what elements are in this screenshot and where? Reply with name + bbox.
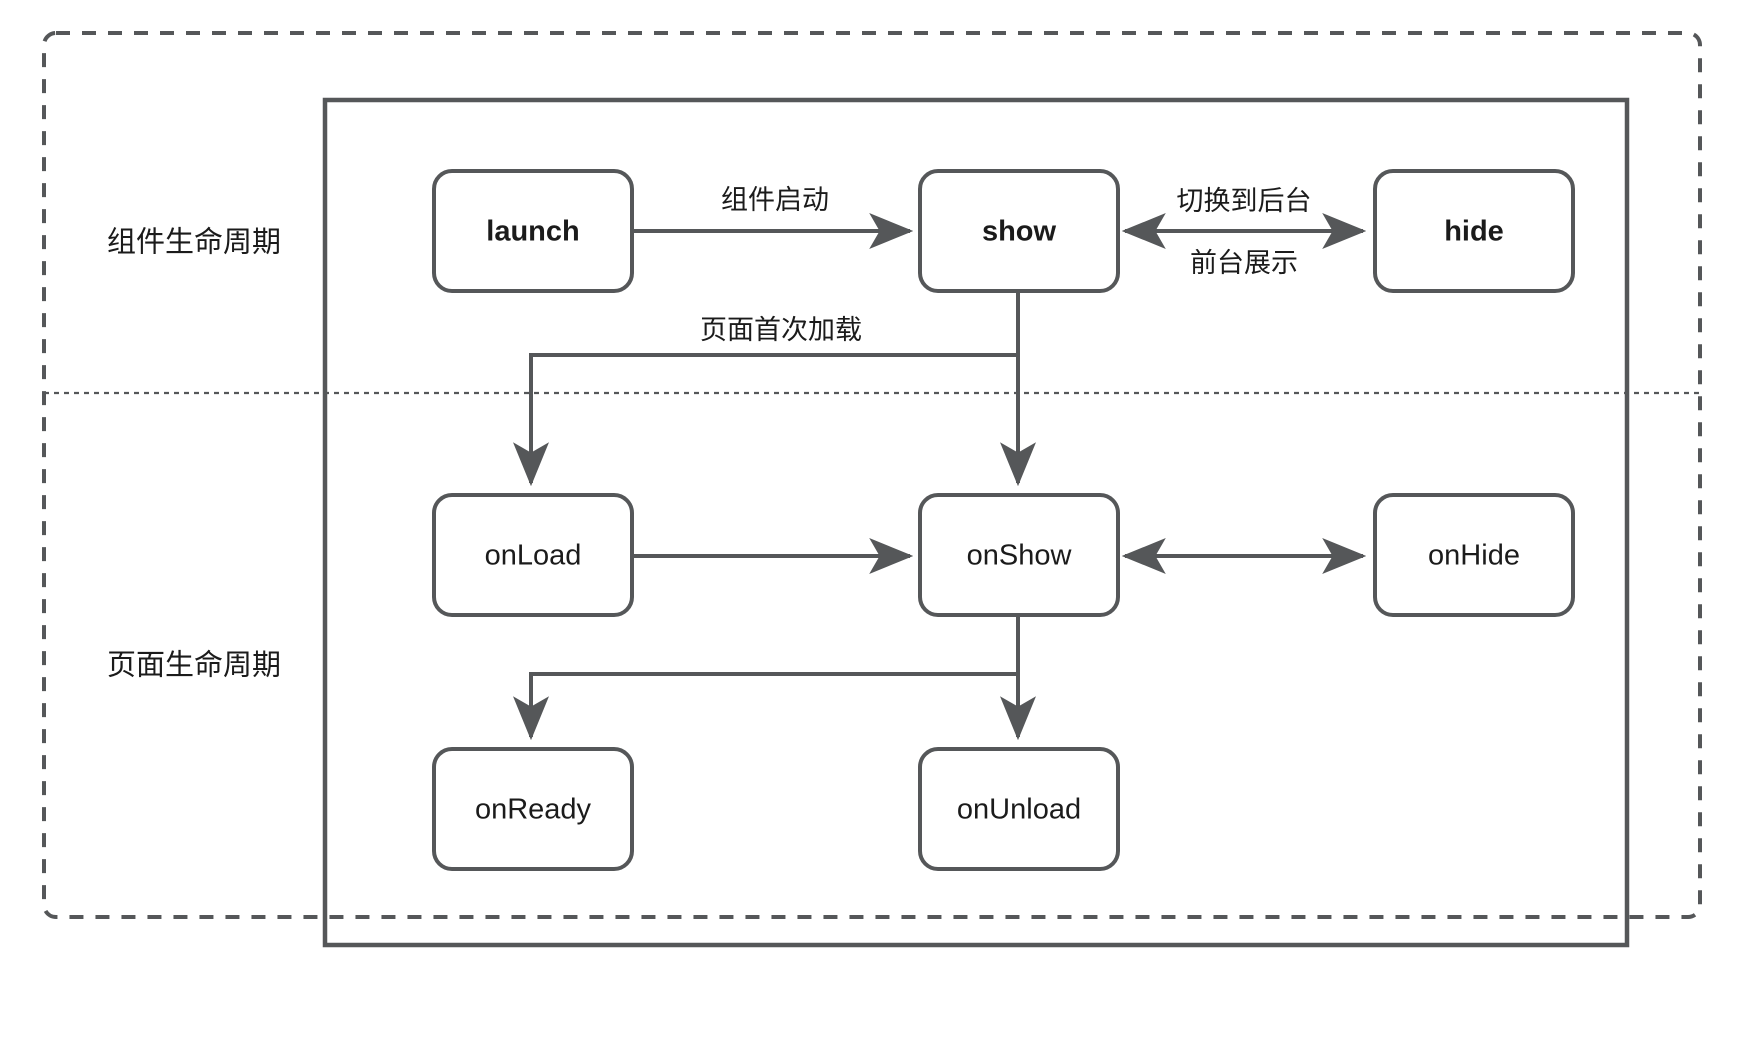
node-onready[interactable]: onReady: [432, 747, 634, 871]
node-onhide-label: onHide: [1428, 540, 1520, 572]
section-label-component: 组件生命周期: [107, 226, 281, 259]
node-onload[interactable]: onLoad: [432, 493, 634, 617]
node-show[interactable]: show: [918, 169, 1120, 293]
edge-onshow-onready: [513, 616, 1020, 741]
node-show-box[interactable]: [918, 169, 1120, 293]
node-launch-box[interactable]: [432, 169, 634, 293]
section-label-page: 页面生命周期: [107, 649, 281, 682]
node-launch-label: launch: [486, 216, 579, 248]
inner-solid-container: [322, 97, 1630, 948]
node-hide[interactable]: hide: [1373, 169, 1575, 293]
edge-label-show-hide-top: 切换到后台: [1177, 186, 1312, 216]
node-onshow-label: onShow: [967, 540, 1073, 572]
node-hide-box[interactable]: [1373, 169, 1575, 293]
node-onshow-box[interactable]: [918, 493, 1120, 617]
node-onunload-box[interactable]: [918, 747, 1120, 871]
node-onload-box[interactable]: [432, 493, 634, 617]
edge-label-show-onload: 页面首次加载: [700, 315, 862, 345]
node-hide-label: hide: [1444, 216, 1504, 248]
node-onshow[interactable]: onShow: [918, 493, 1120, 617]
node-onready-box[interactable]: [432, 747, 634, 871]
outer-dashed-container: [42, 31, 1702, 919]
node-onready-label: onReady: [475, 794, 592, 826]
edge-label-launch-show: 组件启动: [721, 185, 829, 215]
node-show-label: show: [982, 216, 1057, 248]
node-onhide-box[interactable]: [1373, 493, 1575, 617]
node-onunload[interactable]: onUnload: [918, 747, 1120, 871]
node-launch[interactable]: launch: [432, 169, 634, 293]
edge-label-show-hide-bottom: 前台展示: [1190, 248, 1298, 278]
node-onhide[interactable]: onHide: [1373, 493, 1575, 617]
node-onload-label: onLoad: [485, 540, 582, 572]
node-onunload-label: onUnload: [957, 794, 1081, 826]
